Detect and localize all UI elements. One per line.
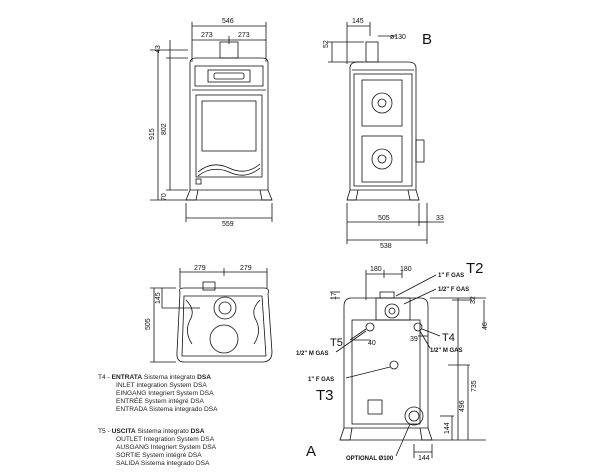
legend-t4-line: INLET Integration System DSA [116,382,207,389]
legend-t4-title: ENTRATA [111,374,143,381]
dim-back-735: 735 [471,380,478,392]
dim-front-width: 546 [222,18,234,25]
dim-top-depth: 505 [145,318,152,330]
dim-back-46: 46 [482,322,489,330]
dim-side-total: 538 [380,243,392,250]
dim-side-flue: ø130 [390,34,406,41]
back-port-t3 [389,360,399,370]
back-body [343,297,429,429]
side-flue [365,41,379,63]
back-plate [367,399,383,415]
front-door [195,94,263,178]
label-mgas-left: 1/2" M GAS [296,351,329,357]
dim-top-left: 279 [194,265,206,272]
legend-t4-line: ENTRÉE System intégré DSA [116,398,204,405]
dim-side-top-offset: 145 [352,18,364,25]
legend-t4-text: Sistema integrato [142,374,198,381]
top-flue-inner [218,301,232,315]
label-fgas: 1" F GAS [308,377,334,383]
back-view: T2 180 180 1" F GAS 1/2" F GAS 17 32 46 [296,260,489,462]
dim-front-bottom: 70 [161,193,168,201]
legend-t5-text: Sistema integrato [135,428,191,435]
legend-t5-line: SALIDA Sistema integrado DSA [116,460,210,467]
dim-front-right: 273 [238,32,250,39]
dim-back-w1: 180 [370,266,382,273]
dim-front-left: 273 [201,32,213,39]
legend-t5-line: AUSGANG Integriert System DSA [116,444,217,451]
dim-back-496: 496 [459,400,466,412]
front-body [189,57,269,191]
top-air-inlet [209,324,239,354]
side-body [349,61,417,191]
dim-front-top: 43 [155,45,162,53]
back-flue [384,303,400,319]
dim-back-39: 39 [410,336,418,343]
top-flue-outer [213,296,237,320]
legend-t4-dsa: DSA [197,374,211,381]
legend-t4-line: ENTRADA Sistema integrado DSA [116,406,218,413]
label-t5: T5 [330,337,343,349]
dim-front-base: 559 [222,221,234,228]
dim-back-w2: 180 [400,266,412,273]
side-tile-upper [361,79,403,127]
front-leg-right [259,189,273,201]
back-port-t4 [413,322,423,332]
label-optional: OPTIONAL Ø100 [346,456,394,462]
front-top-panel [194,65,264,87]
dim-front-height: 915 [149,128,156,140]
side-handle [415,139,425,163]
top-body [176,287,273,363]
dim-side-flue-h: 52 [323,40,330,48]
dim-back-144v: 144 [444,422,451,434]
front-flue [219,41,239,59]
dim-front-mid: 802 [161,123,168,135]
legend-t5-dsa: DSA [190,428,205,435]
view-label-b: B [422,31,432,48]
dim-side-door: 33 [436,215,444,222]
side-tile-lower [361,135,403,183]
legend-t5-title: USCITA [111,428,136,435]
dim-top-offset: 145 [155,292,162,304]
dim-back-17: 17 [331,292,338,300]
legend-t4: T4 - ENTRATA Sistema integrato DSA INLET… [98,374,218,414]
legend-t4-code: T4 - [98,374,112,381]
label-gas1: 1" F GAS [438,273,464,279]
side-tile-ornament-lower [371,148,393,170]
label-t3: T3 [316,387,334,404]
dim-back-144h: 144 [418,455,430,462]
label-mgas-right: 1/2" M GAS [430,348,463,354]
front-glass [201,100,257,152]
label-gas2: 1/2" F GAS [438,287,469,293]
legend-t5-line: OUTLET Integration System DSA [116,436,215,443]
front-leg-left [185,189,199,201]
dim-side-body: 505 [378,215,390,222]
legend-t4-line: EINGANG Integriert System DSA [116,390,214,397]
dim-back-32: 32 [470,296,477,304]
dim-back-40: 40 [368,340,376,347]
legend-t5-line: SORTIE System intégré DSA [116,452,202,459]
back-optional-inlet [404,406,424,426]
view-label-a: A [306,443,316,460]
side-view: 145 ø130 B 52 505 33 538 [323,18,444,250]
dim-top-right: 279 [240,265,252,272]
legend-t5: T5 - USCITA Sistema integrato DSA OUTLET… [98,428,216,468]
label-t4: T4 [442,332,455,344]
front-logo-plate [207,69,251,83]
label-t2: T2 [466,260,484,277]
top-view: 279 279 505 145 [145,265,273,363]
legend-t5-code: T5 - [98,428,112,435]
side-tile-ornament-upper [371,92,393,114]
back-port-t5 [365,322,375,332]
front-view: 546 273 273 559 915 802 43 70 [149,18,273,228]
